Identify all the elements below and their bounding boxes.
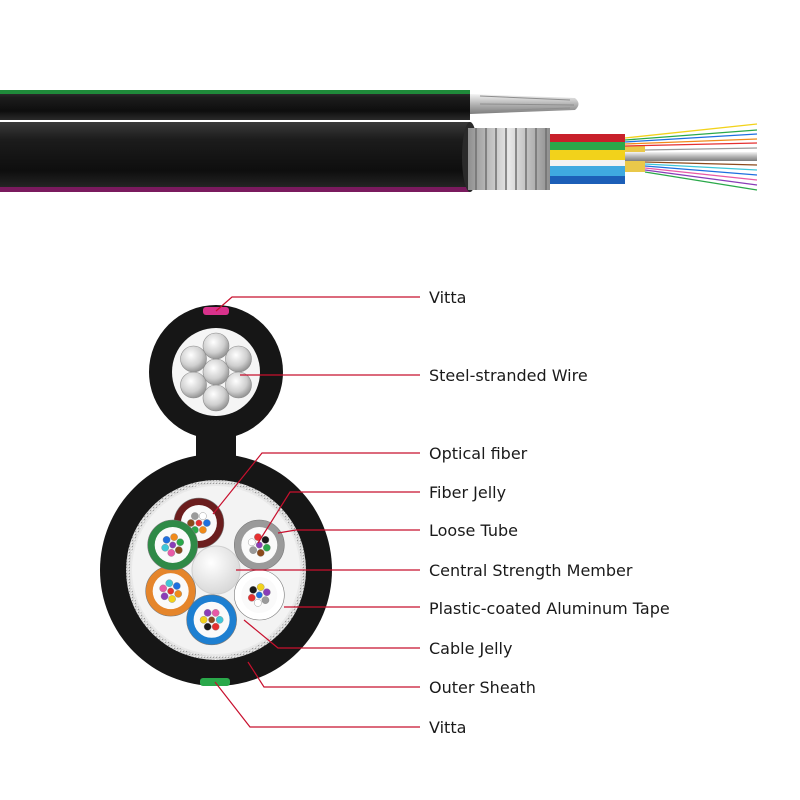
label-optical-fiber: Optical fiber	[429, 444, 528, 463]
central-strength-member	[191, 545, 241, 595]
vitta-stripe-bottom	[0, 187, 470, 192]
optical-fiber-center-6	[169, 541, 177, 549]
central-rod	[625, 152, 757, 161]
optical-fiber-4-3	[199, 616, 208, 624]
leader-fiber-jelly	[257, 491, 420, 544]
leader-loose-tube	[277, 529, 420, 534]
label-central-strength-member: Central Strength Member	[429, 561, 633, 580]
optical-fiber-2-4	[247, 538, 256, 547]
cable-cross-section	[100, 305, 332, 686]
optical-fiber-5-6	[174, 590, 183, 598]
optical-fiber-2-6	[261, 536, 270, 544]
optical-fiber-center-3	[255, 591, 263, 599]
optical-fiber-1-1	[203, 519, 211, 527]
label-fiber-jelly: Fiber Jelly	[429, 483, 506, 502]
optical-fiber-2-1	[263, 543, 271, 552]
optical-fiber-2-3	[249, 546, 257, 554]
optical-fiber-4-1	[211, 622, 220, 631]
optical-fiber-center-5	[167, 587, 175, 595]
leader-cable-jelly	[243, 619, 420, 649]
optical-fiber-3-4	[249, 586, 257, 594]
label-vitta-top: Vitta	[429, 288, 466, 307]
leader-lines	[212, 296, 420, 728]
optical-fiber-3-6	[263, 588, 271, 597]
label-outer-sheath: Outer Sheath	[429, 678, 536, 697]
tube-green	[550, 142, 625, 150]
label-steel-stranded-wire: Steel-stranded Wire	[429, 366, 588, 385]
leader-vitta-bottom	[214, 681, 420, 728]
optical-fiber-3-5	[256, 583, 265, 591]
fiber-fan	[624, 123, 758, 191]
label-vitta-bottom: Vitta	[429, 718, 466, 737]
optical-fiber-5-2	[160, 592, 169, 601]
leader-optical-fiber	[212, 452, 420, 515]
callout-labels: Vitta Steel-stranded Wire Optical fiber …	[429, 288, 670, 737]
optical-fiber-6-1	[167, 549, 176, 557]
loose-tubes	[145, 497, 285, 646]
optical-fiber-4-4	[203, 609, 212, 617]
optical-fiber-5-5	[173, 582, 181, 590]
optical-fiber-6-3	[162, 536, 171, 544]
optical-fiber-6-2	[161, 543, 169, 552]
tube-white	[550, 160, 625, 166]
tube-cyan	[550, 166, 625, 176]
leader-vitta-top	[215, 296, 420, 312]
main-cable-sheath	[0, 122, 470, 192]
label-cable-jelly: Cable Jelly	[429, 639, 512, 658]
cable-side-view	[0, 90, 758, 192]
optical-fiber-4-5	[211, 609, 220, 617]
optical-fiber-center-1	[195, 519, 203, 527]
leader-outer-sheath	[247, 661, 420, 688]
optical-fiber-center-4	[208, 616, 216, 624]
optical-fiber-1-4	[187, 519, 195, 527]
label-aluminum-tape: Plastic-coated Aluminum Tape	[429, 599, 670, 618]
optical-fiber-1-2	[199, 526, 207, 534]
steel-strands	[180, 332, 252, 412]
tube-blue	[550, 176, 625, 184]
optical-fiber-1-5	[191, 512, 199, 520]
optical-fiber-6-4	[170, 533, 178, 541]
optical-fiber-1-6	[199, 512, 207, 520]
optical-fiber-5-1	[168, 595, 176, 603]
optical-fiber-4-6	[215, 616, 224, 624]
optical-fiber-3-3	[247, 593, 256, 602]
optical-fiber-5-4	[165, 579, 174, 588]
optical-fiber-4-2	[203, 622, 212, 631]
optical-fiber-5-3	[159, 584, 167, 593]
optical-fiber-6-6	[175, 546, 183, 554]
vitta-stripe-top	[0, 90, 470, 94]
messenger-sheath	[0, 90, 470, 120]
optical-fiber-3-1	[261, 596, 270, 604]
tube-red	[550, 134, 625, 142]
label-loose-tube: Loose Tube	[429, 521, 518, 540]
optical-fiber-2-2	[256, 549, 265, 557]
optical-fiber-6-5	[176, 538, 185, 547]
optical-fiber-3-2	[254, 599, 262, 607]
tube-yellow	[550, 150, 625, 160]
corrugated-armor	[468, 128, 550, 190]
optical-fiber-center-2	[255, 541, 263, 549]
